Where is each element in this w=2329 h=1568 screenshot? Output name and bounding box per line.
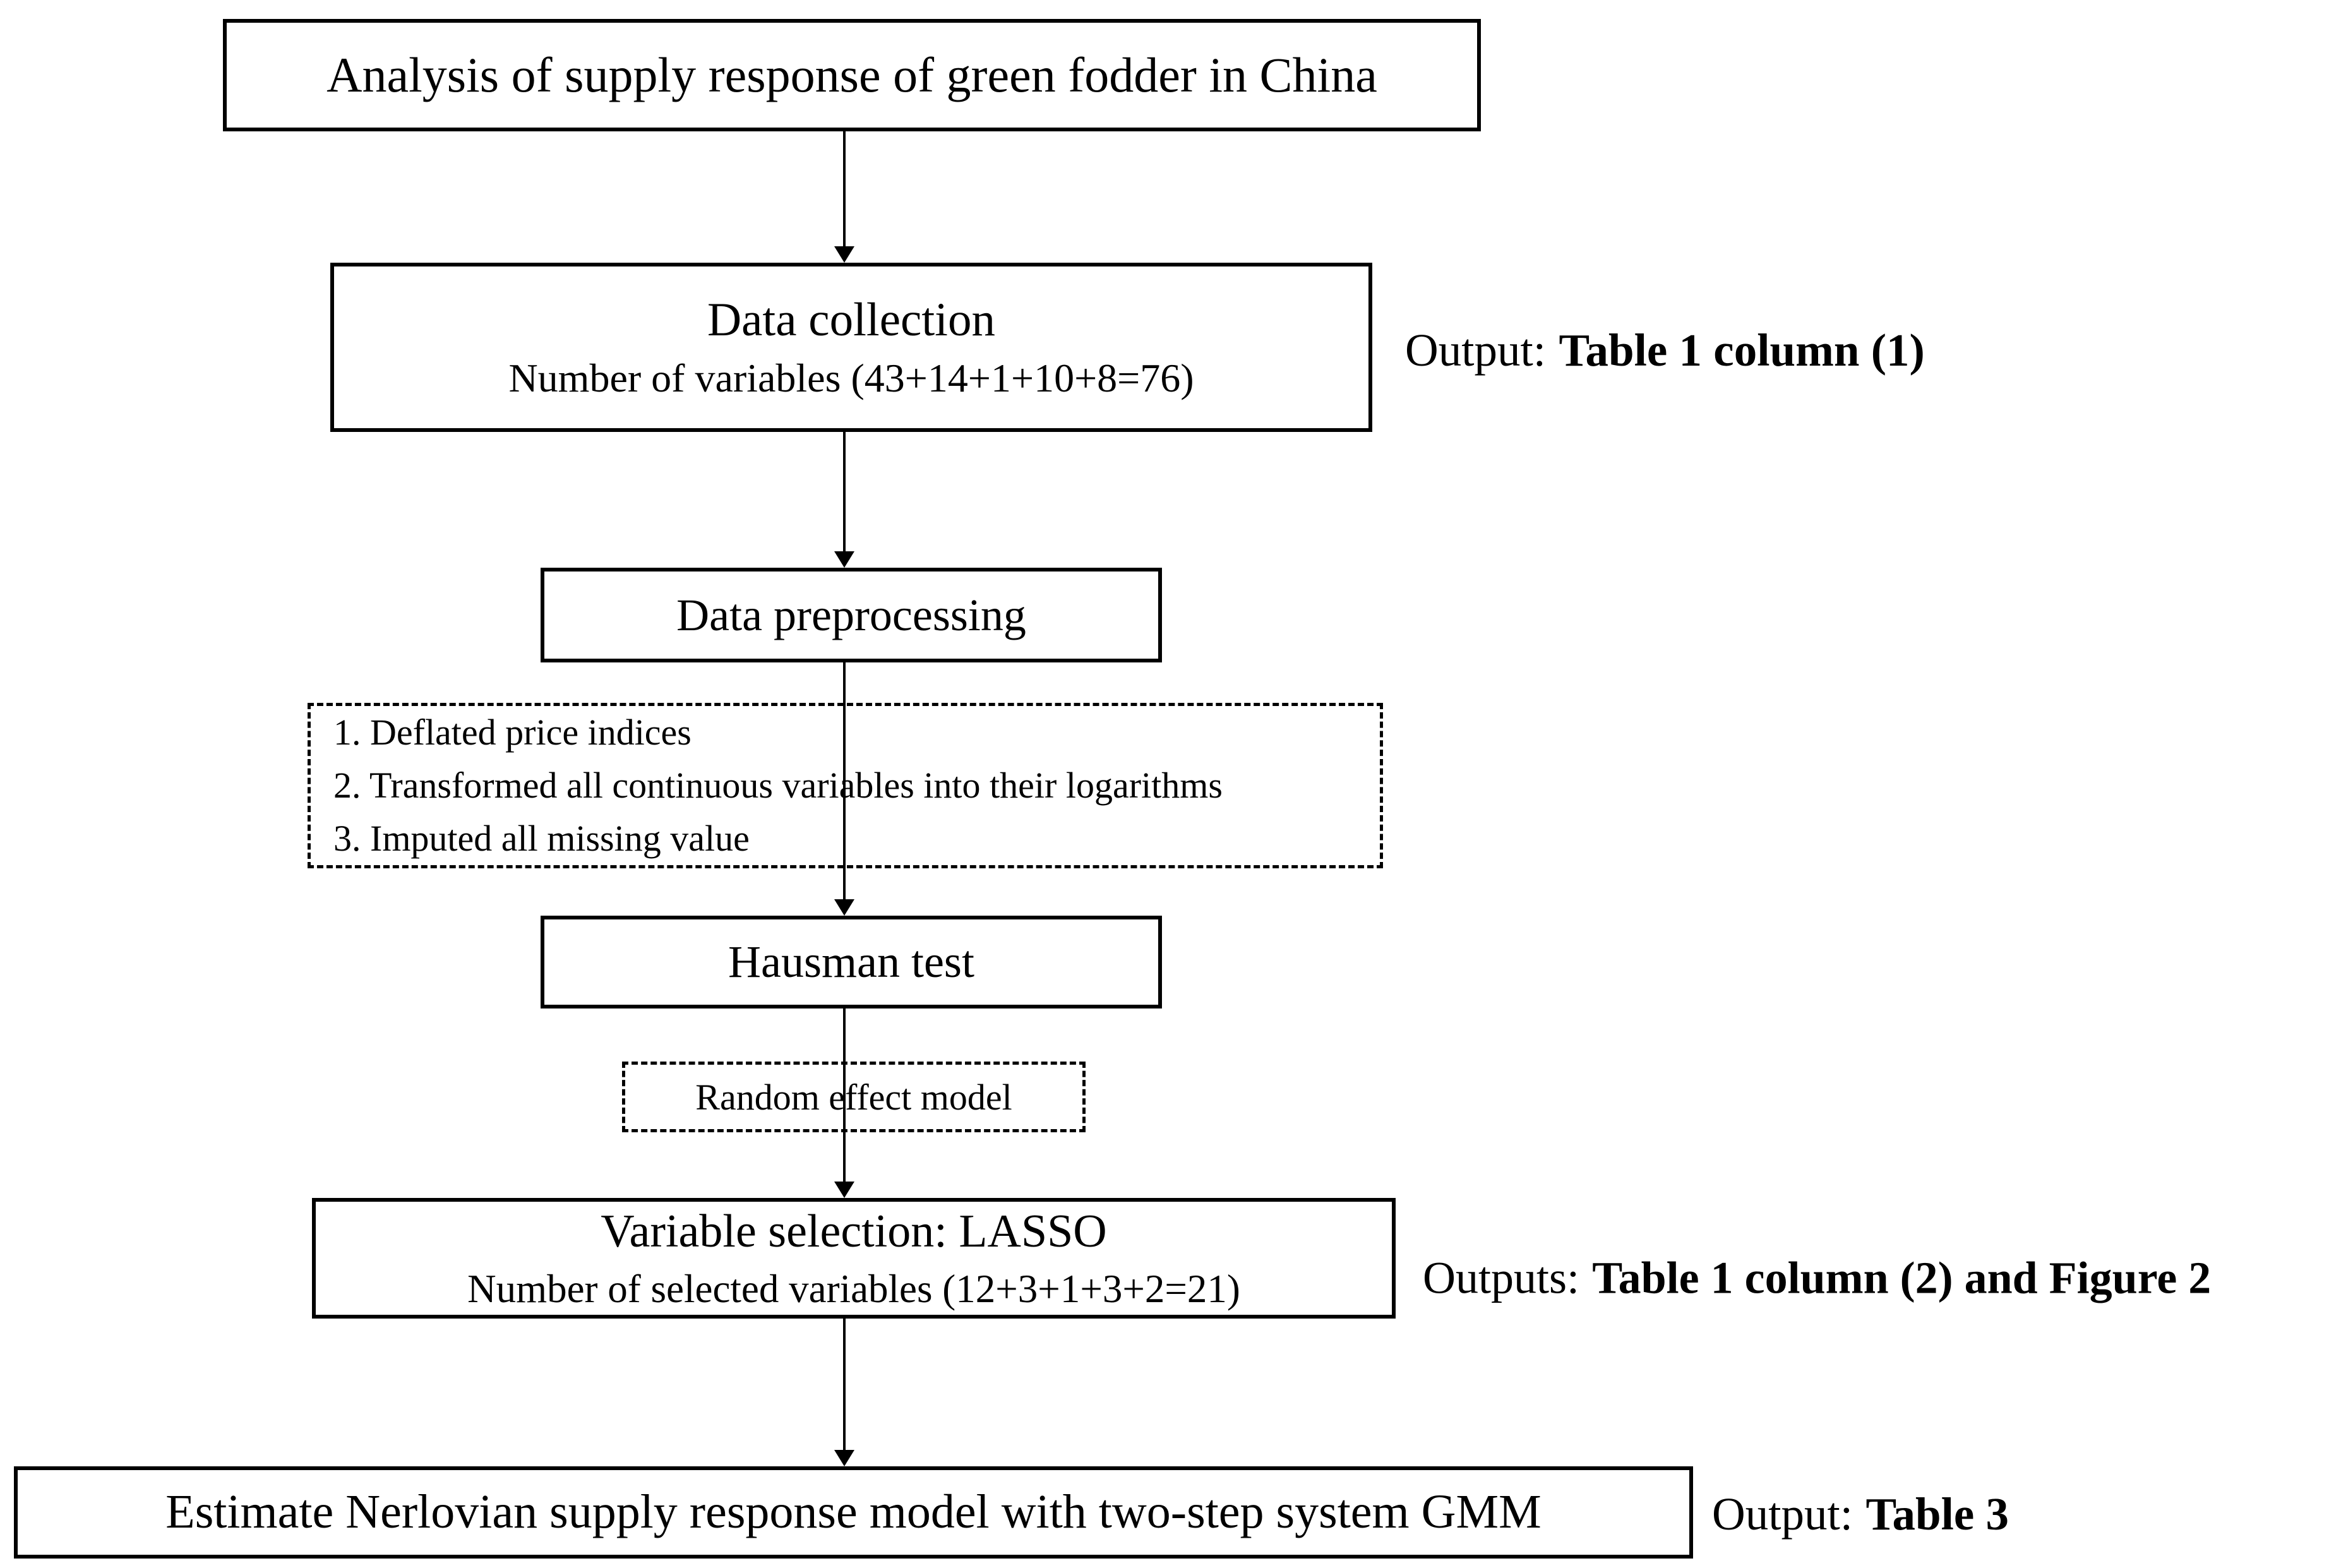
output-2-text: Outputs: Table 1 column (2) and Figure 2 bbox=[1423, 1252, 2211, 1305]
gmm-box: Estimate Nerlovian supply response model… bbox=[14, 1466, 1693, 1559]
data-collection-subtitle: Number of variables (43+14+1+10+8=76) bbox=[508, 356, 1194, 401]
output-3-label: Output: bbox=[1712, 1488, 1853, 1540]
connector-line-3 bbox=[843, 662, 846, 901]
output-1-label: Output: bbox=[1405, 325, 1547, 376]
output-2-label: Outputs: bbox=[1423, 1252, 1580, 1303]
arrowhead-2 bbox=[834, 551, 854, 568]
random-effect-text: Random effect model bbox=[695, 1076, 1012, 1118]
gmm-text: Estimate Nerlovian supply response model… bbox=[165, 1485, 1542, 1539]
connector-line-2 bbox=[843, 432, 846, 553]
output-2-value: Table 1 column (2) and Figure 2 bbox=[1592, 1252, 2212, 1303]
arrowhead-3 bbox=[834, 899, 854, 916]
connector-line-4 bbox=[843, 1008, 846, 1183]
preprocessing-steps-box: 1. Deflated price indices 2. Transformed… bbox=[308, 703, 1383, 868]
data-collection-box: Data collection Number of variables (43+… bbox=[330, 263, 1372, 432]
preprocessing-step-3: 3. Imputed all missing value bbox=[333, 818, 750, 859]
lasso-title: Variable selection: LASSO bbox=[601, 1205, 1107, 1257]
preprocessing-steps-list: 1. Deflated price indices 2. Transformed… bbox=[311, 706, 1380, 865]
output-3-value: Table 3 bbox=[1865, 1488, 2009, 1540]
data-preprocessing-text: Data preprocessing bbox=[676, 589, 1026, 640]
lasso-box: Variable selection: LASSO Number of sele… bbox=[312, 1198, 1396, 1319]
arrowhead-1 bbox=[834, 246, 854, 263]
hausman-test-text: Hausman test bbox=[728, 937, 974, 988]
output-3-text: Output: Table 3 bbox=[1712, 1488, 2009, 1541]
arrowhead-4 bbox=[834, 1182, 854, 1198]
random-effect-box: Random effect model bbox=[622, 1062, 1086, 1132]
connector-line-5 bbox=[843, 1319, 846, 1452]
data-collection-title: Data collection bbox=[707, 293, 996, 346]
output-1-text: Output: Table 1 column (1) bbox=[1405, 324, 1925, 377]
arrowhead-5 bbox=[834, 1450, 854, 1466]
data-preprocessing-box: Data preprocessing bbox=[541, 568, 1162, 662]
preprocessing-step-2: 2. Transformed all continuous variables … bbox=[333, 765, 1223, 806]
lasso-subtitle: Number of selected variables (12+3+1+3+2… bbox=[467, 1266, 1240, 1311]
preprocessing-step-1: 1. Deflated price indices bbox=[333, 712, 692, 753]
title-box: Analysis of supply response of green fod… bbox=[223, 19, 1481, 131]
connector-line-1 bbox=[843, 130, 846, 249]
hausman-test-box: Hausman test bbox=[541, 916, 1162, 1008]
title-box-text: Analysis of supply response of green fod… bbox=[326, 47, 1377, 102]
output-1-value: Table 1 column (1) bbox=[1559, 325, 1925, 376]
